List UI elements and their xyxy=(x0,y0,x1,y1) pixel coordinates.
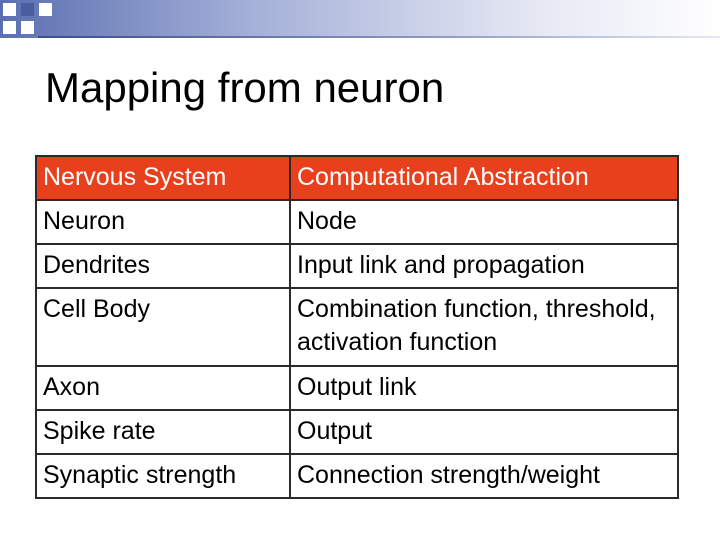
table-row: Axon Output link xyxy=(35,365,679,411)
mapping-table: Nervous System Computational Abstraction… xyxy=(35,155,679,499)
table-cell: Cell Body xyxy=(35,287,291,367)
column-header: Computational Abstraction xyxy=(289,155,679,201)
table-row: Neuron Node xyxy=(35,199,679,245)
decor-square xyxy=(21,3,34,16)
table-row: Cell Body Combination function, threshol… xyxy=(35,287,679,367)
table-cell: Dendrites xyxy=(35,243,291,289)
table-row: Dendrites Input link and propagation xyxy=(35,243,679,289)
title-rule xyxy=(38,36,720,38)
table-cell: Synaptic strength xyxy=(35,453,291,499)
table-cell: Output link xyxy=(289,365,679,411)
table-header-row: Nervous System Computational Abstraction xyxy=(35,155,679,201)
decor-square xyxy=(39,3,52,16)
table-cell: Connection strength/weight xyxy=(289,453,679,499)
table-cell: Input link and propagation xyxy=(289,243,679,289)
slide-title: Mapping from neuron xyxy=(45,64,445,111)
table-cell: Spike rate xyxy=(35,409,291,455)
table-cell: Output xyxy=(289,409,679,455)
decor-square xyxy=(3,3,16,16)
decor-square xyxy=(3,21,16,34)
header-band xyxy=(0,0,720,38)
table-row: Synaptic strength Connection strength/we… xyxy=(35,453,679,499)
column-header: Nervous System xyxy=(35,155,291,201)
table-cell: Neuron xyxy=(35,199,291,245)
table-cell: Node xyxy=(289,199,679,245)
table-cell: Axon xyxy=(35,365,291,411)
table-cell: Combination function, threshold, activat… xyxy=(289,287,679,367)
decor-square xyxy=(21,21,34,34)
table-row: Spike rate Output xyxy=(35,409,679,455)
